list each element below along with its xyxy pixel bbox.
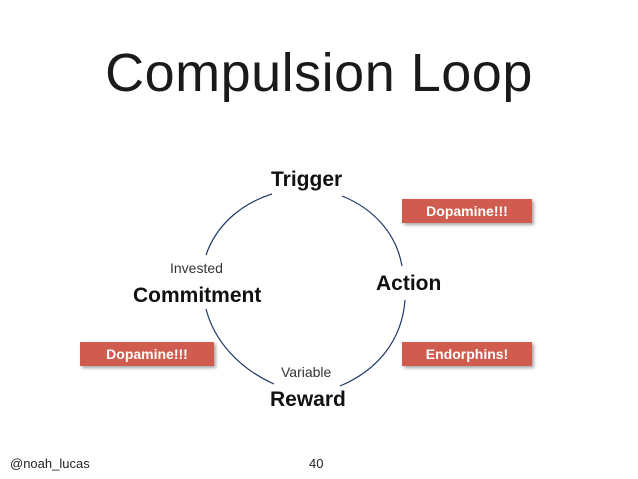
node-reward-sublabel: Variable <box>281 364 332 380</box>
arc-commitment-to-trigger <box>205 193 273 256</box>
arc-action-to-reward <box>339 299 406 387</box>
page-number: 40 <box>309 456 324 471</box>
badge-endorphins: Endorphins! <box>402 342 532 366</box>
badge-dopamine-top-right: Dopamine!!! <box>402 199 532 223</box>
arc-reward-to-commitment <box>205 308 275 385</box>
author-handle: @noah_lucas <box>10 456 90 471</box>
node-commitment-sublabel: Invested <box>170 260 223 276</box>
arc-trigger-to-action <box>341 195 403 267</box>
node-trigger: Trigger <box>271 168 343 191</box>
node-commitment: Commitment <box>133 284 262 307</box>
node-action: Action <box>376 272 442 295</box>
badge-dopamine-bottom-left: Dopamine!!! <box>80 342 214 366</box>
slide-title: Compulsion Loop <box>105 43 533 103</box>
node-reward: Reward <box>270 388 346 411</box>
